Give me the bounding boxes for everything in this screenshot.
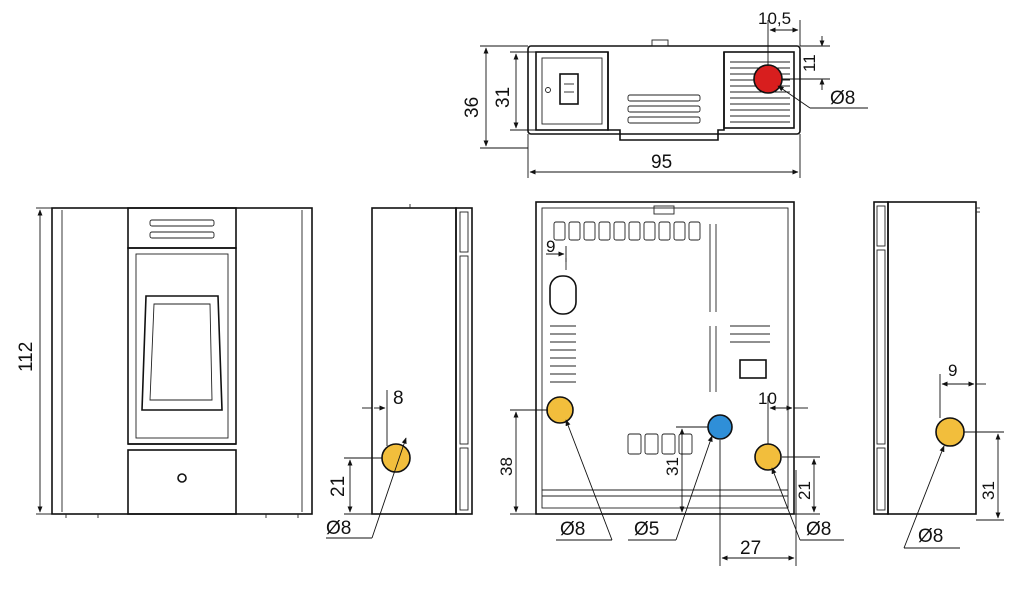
- rear-center-fitting-label: Ø5: [634, 519, 659, 540]
- left-side-view: 8 21 Ø8: [326, 204, 473, 539]
- rear-spacing-dimension: 27: [740, 538, 761, 559]
- right-fitting-diameter-label: Ø8: [918, 526, 943, 547]
- flue-outlet-red-circle: [753, 64, 783, 94]
- left-fitting-diameter-label: Ø8: [326, 518, 351, 539]
- top-view-vent-grille: [730, 61, 790, 123]
- front-door-glass: [141, 295, 223, 411]
- top-depth-inner-dimension: 31: [493, 87, 514, 108]
- rear-center-fitting-blue-circle: [707, 414, 733, 440]
- control-display-icon: [559, 73, 579, 105]
- rear-side-slots: [550, 325, 576, 383]
- top-view: 95 36 31 10,5 11 Ø8: [462, 9, 868, 178]
- front-height-dimension: 112: [16, 342, 37, 372]
- left-view-outline: [371, 207, 457, 515]
- rear-right-offset-dimension: 10: [758, 389, 777, 408]
- right-height-dimension: 31: [979, 481, 998, 500]
- rear-center-height-dimension: 31: [663, 457, 682, 476]
- rear-left-fitting-label: Ø8: [560, 519, 585, 540]
- rear-right-slots: [709, 224, 770, 392]
- left-offset-dimension: 8: [393, 388, 404, 409]
- rear-top-offset-dimension: 9: [546, 237, 555, 256]
- rear-top-vents: [553, 221, 701, 241]
- top-width-dimension: 95: [651, 152, 672, 173]
- right-side-view: 9 31 Ø8: [873, 201, 1004, 549]
- rear-right-height-dimension: 21: [795, 481, 814, 500]
- rear-view: 9 38 31 10 21 27 Ø8 Ø5 Ø8: [497, 201, 844, 566]
- rear-lower-vents: [627, 433, 693, 455]
- top-view-flue-panel: [723, 51, 795, 129]
- rear-right-fitting-yellow-circle: [754, 443, 782, 471]
- flue-offset-x-dimension: 10,5: [758, 9, 791, 28]
- flue-diameter-label: Ø8: [830, 88, 855, 109]
- drawer-knob-icon: [177, 473, 187, 483]
- right-fitting-yellow-circle: [935, 417, 965, 447]
- rear-control-box: [739, 359, 767, 379]
- front-ash-drawer: [127, 449, 237, 515]
- right-view-outline: [887, 201, 977, 515]
- front-view: 112: [16, 207, 313, 518]
- top-view-control-panel: [535, 51, 609, 131]
- rear-right-fitting-label: Ø8: [806, 519, 831, 540]
- left-height-dimension: 21: [328, 476, 349, 497]
- front-top-panel: [127, 207, 237, 249]
- top-depth-outer-dimension: 36: [462, 97, 483, 118]
- rear-left-fitting-yellow-circle: [546, 396, 574, 424]
- rear-view-outline: [535, 201, 795, 515]
- top-view-center-panel: [607, 52, 725, 141]
- rear-air-inlet: [549, 275, 577, 315]
- right-offset-dimension: 9: [948, 361, 957, 380]
- flue-offset-y-dimension: 11: [800, 54, 819, 72]
- rear-left-height-dimension: 38: [497, 457, 516, 476]
